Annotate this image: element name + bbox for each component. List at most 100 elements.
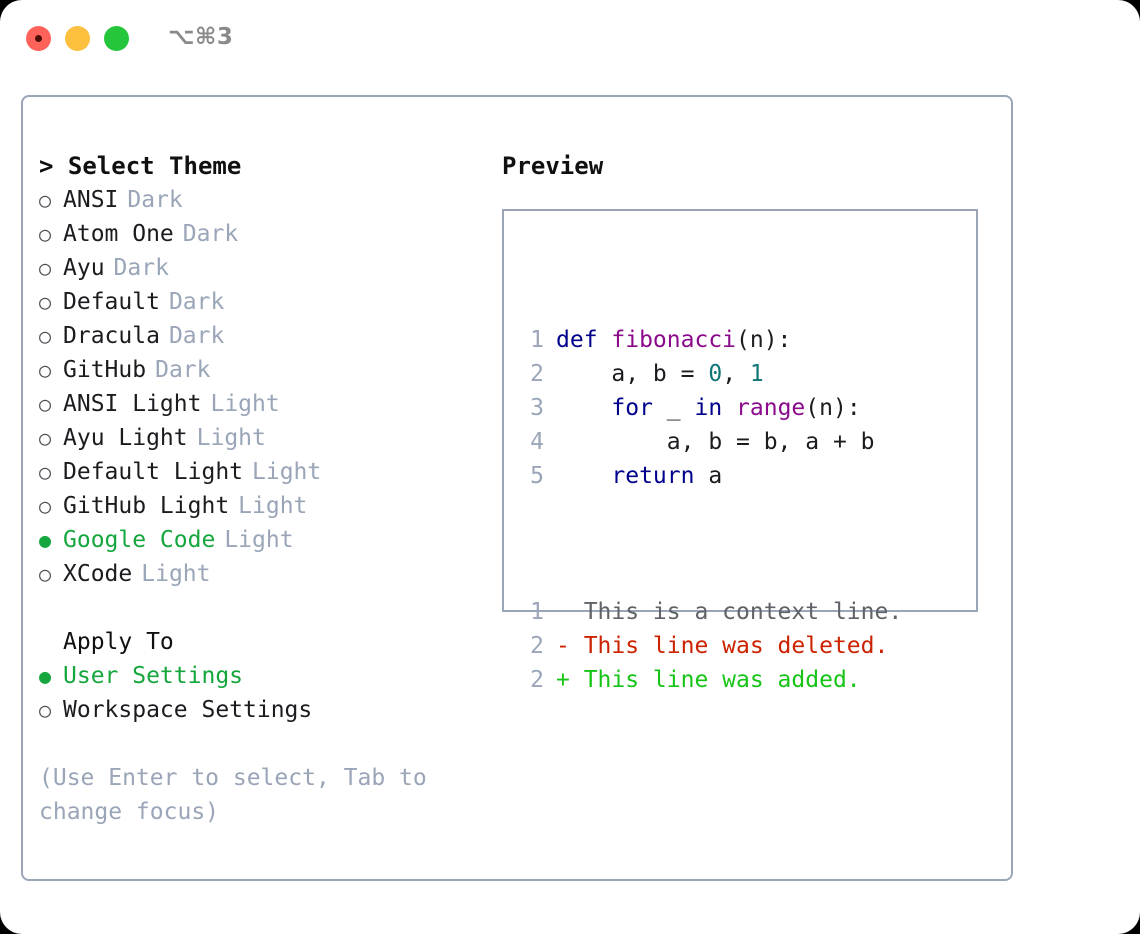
code-token-pl: _ <box>652 395 695 421</box>
theme-item-label: ANSI Light <box>63 391 202 417</box>
theme-item-tag: Dark <box>127 187 183 213</box>
theme-item-tag: Dark <box>168 323 225 349</box>
apply-to-item-label: Workspace Settings <box>63 697 313 723</box>
theme-item-ayu[interactable]: ○ Ayu Dark <box>39 251 499 285</box>
theme-item-tag: Light <box>210 391 280 417</box>
code-token-pl: (n): <box>736 327 792 353</box>
code-line: 4 a, b = b, a + b <box>518 425 902 459</box>
radio-unselected-icon: ○ <box>39 426 52 450</box>
theme-item-label: ANSI <box>63 187 119 213</box>
code-token-pl: (n): <box>805 395 861 421</box>
radio-unselected-icon: ○ <box>39 290 52 314</box>
radio-unselected-icon: ○ <box>39 392 52 416</box>
line-number: 1 <box>530 327 544 353</box>
line-number: 2 <box>530 667 544 693</box>
code-line-source: return a <box>556 459 722 493</box>
code-line-source: a, b = 0, 1 <box>556 357 764 391</box>
radio-unselected-icon: ○ <box>39 358 52 382</box>
theme-item-label: GitHub <box>63 357 147 383</box>
diff-line-add: 2 + This line was added. <box>518 663 902 697</box>
theme-item-label: Atom One <box>63 221 174 247</box>
code-token-fn: fibonacci <box>611 327 737 353</box>
minimize-window-button[interactable] <box>65 26 90 51</box>
apply-to-item-workspace-settings[interactable]: ○ Workspace Settings <box>39 693 499 727</box>
code-token-pl: a, b = b, a + b <box>556 429 875 455</box>
code-token-num: 1 <box>749 361 764 387</box>
maximize-window-button[interactable] <box>104 26 129 51</box>
theme-list-header: > Select Theme <box>39 152 242 180</box>
code-token-pl: a <box>694 463 723 489</box>
theme-item-tag: Light <box>252 459 322 485</box>
theme-item-ansi-light[interactable]: ○ ANSI Light Light <box>39 387 499 421</box>
theme-item-label: Default Light <box>63 459 244 485</box>
line-number: 2 <box>530 633 544 659</box>
apply-to-header: Apply To <box>63 629 174 655</box>
code-token-kw: for <box>611 395 653 421</box>
theme-item-tag: Light <box>224 527 294 553</box>
radio-unselected-icon: ○ <box>39 698 52 722</box>
theme-item-tag: Light <box>141 561 211 587</box>
theme-item-github-light[interactable]: ○ GitHub Light Light <box>39 489 499 523</box>
code-line: 1 def fibonacci(n): <box>518 323 902 357</box>
radio-unselected-icon: ○ <box>39 460 52 484</box>
keyboard-hint-text: (Use Enter to select, Tab to change focu… <box>39 765 427 825</box>
code-token-kw: def <box>556 327 612 353</box>
code-line-source: for _ in range(n): <box>556 391 861 425</box>
theme-item-default-light[interactable]: ○ Default Light Light <box>39 455 499 489</box>
code-token-pl <box>722 395 736 421</box>
theme-item-default[interactable]: ○ Default Dark <box>39 285 499 319</box>
theme-item-tag: Dark <box>113 255 169 281</box>
apply-to-item-user-settings[interactable]: ● User Settings <box>39 659 499 693</box>
theme-item-tag: Light <box>238 493 308 519</box>
diff-line-text: This is a context line. <box>556 599 903 625</box>
code-line-source: def fibonacci(n): <box>556 323 791 357</box>
radio-unselected-icon: ○ <box>39 222 52 246</box>
theme-item-tag: Dark <box>182 221 239 247</box>
diff-line-text: + This line was added. <box>556 667 861 693</box>
diff-lines: 1 This is a context line. 2 - This line wa… <box>518 595 902 697</box>
code-line: 2 a, b = 0, 1 <box>518 357 902 391</box>
radio-unselected-icon: ○ <box>39 188 52 212</box>
line-number: 3 <box>530 395 544 421</box>
radio-unselected-icon: ○ <box>39 256 52 280</box>
keyboard-shortcut-label: ⌥⌘3 <box>168 24 234 50</box>
radio-unselected-icon: ○ <box>39 562 52 586</box>
theme-item-tag: Light <box>196 425 266 451</box>
apply-to-item-label: User Settings <box>63 663 244 689</box>
theme-item-label: XCode <box>63 561 133 587</box>
theme-item-label: Google Code <box>63 527 216 553</box>
theme-item-github[interactable]: ○ GitHub Dark <box>39 353 499 387</box>
code-line: 3 for _ in range(n): <box>518 391 902 425</box>
theme-item-xcode[interactable]: ○ XCode Light <box>39 557 499 591</box>
radio-selected-icon: ● <box>39 664 52 688</box>
code-line: 5 return a <box>518 459 902 493</box>
code-token-pl: , <box>722 361 750 387</box>
diff-line-context: 1 This is a context line. <box>518 595 902 629</box>
theme-item-tag: Dark <box>155 357 211 383</box>
line-number: 2 <box>530 361 544 387</box>
line-number: 4 <box>530 429 544 455</box>
theme-item-label: GitHub Light <box>63 493 230 519</box>
preview-header: Preview <box>502 152 604 180</box>
code-token-num: 0 <box>708 361 723 387</box>
close-window-button[interactable] <box>26 26 51 51</box>
theme-item-tag: Dark <box>168 289 225 315</box>
window-controls <box>26 26 129 51</box>
apply-to-list: ● User Settings ○ Workspace Settings <box>39 659 499 727</box>
line-number: 1 <box>530 599 544 625</box>
diff-line-text: - This line was deleted. <box>556 633 889 659</box>
radio-unselected-icon: ○ <box>39 494 52 518</box>
theme-item-label: Default <box>63 289 160 315</box>
theme-item-atom-one[interactable]: ○ Atom One Dark <box>39 217 499 251</box>
code-token-pl <box>556 463 611 489</box>
radio-unselected-icon: ○ <box>39 324 52 348</box>
theme-item-ansi[interactable]: ○ ANSI Dark <box>39 183 499 217</box>
theme-item-label: Ayu <box>63 255 105 281</box>
code-token-fn: range <box>736 395 806 421</box>
